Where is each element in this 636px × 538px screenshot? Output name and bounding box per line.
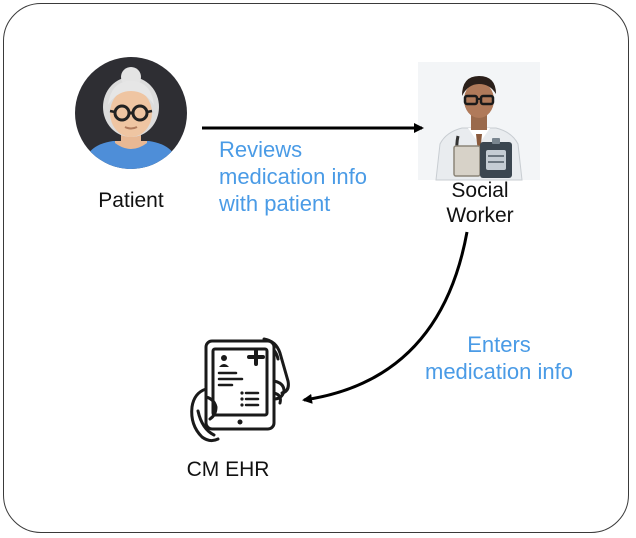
social-worker-doctor-icon	[418, 62, 540, 181]
ehr-label: CM EHR	[186, 458, 270, 481]
social-worker-label: Social Worker	[446, 179, 514, 227]
patient-label: Patient	[98, 189, 164, 212]
edge-label-enters: Enters medication info	[425, 332, 573, 384]
hand-holding-tablet-record-icon	[190, 337, 290, 443]
edge-label-reviews: Reviews medication info with patient	[219, 137, 367, 216]
elderly-woman-avatar-icon	[75, 57, 187, 169]
edge-arrow-social-worker-to-ehr	[302, 231, 469, 404]
